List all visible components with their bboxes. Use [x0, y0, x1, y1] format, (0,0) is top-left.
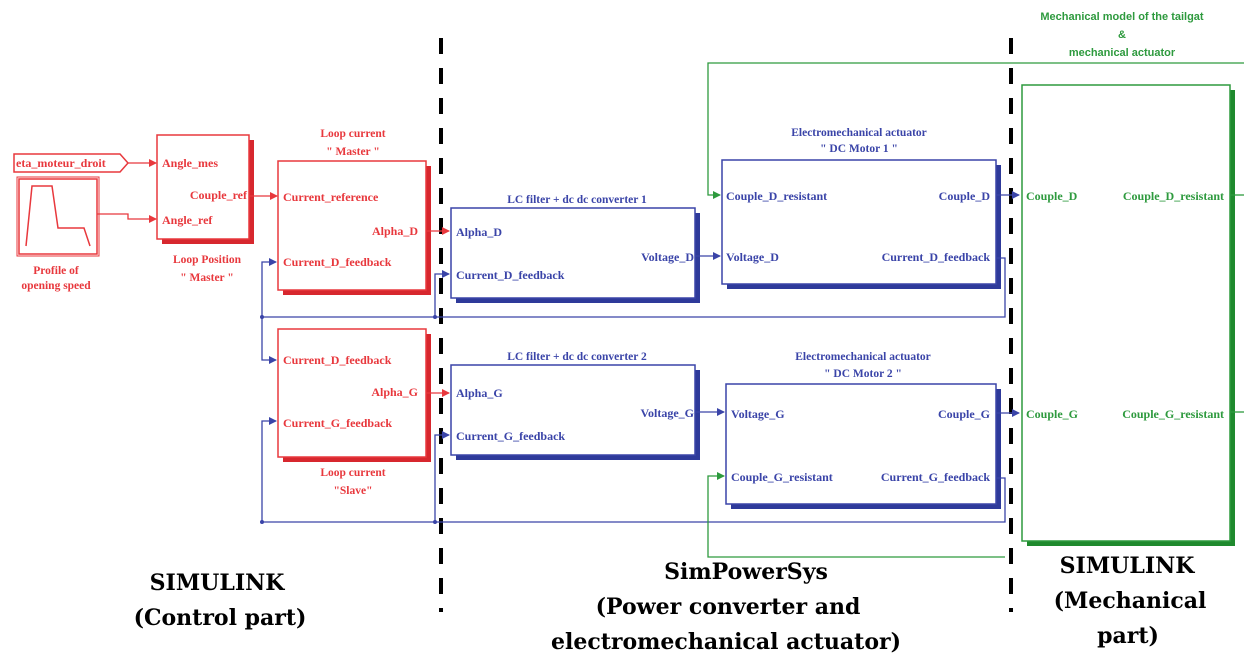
svg-text:Voltage_G: Voltage_G	[731, 407, 785, 421]
loop-current-master-caption-2: " Master "	[326, 146, 379, 158]
input-port-eta[interactable]: eta_moteur_droit	[13, 153, 130, 173]
section-label-control-1: SIMULINK	[150, 570, 286, 596]
svg-text:Alpha_G: Alpha_G	[371, 385, 418, 399]
svg-text:Couple_D_resistant: Couple_D_resistant	[726, 189, 827, 203]
svg-text:Voltage_G: Voltage_G	[640, 406, 694, 420]
svg-text:Angle_mes: Angle_mes	[162, 156, 218, 170]
speed-profile-icon	[25, 185, 91, 247]
svg-text:Angle_ref: Angle_ref	[162, 213, 213, 227]
mech-title-2: &	[1118, 29, 1126, 41]
svg-text:Current_D_feedback: Current_D_feedback	[283, 255, 392, 269]
mech-title-3: mechanical actuator	[1069, 47, 1176, 59]
svg-text:Current_D_feedback: Current_D_feedback	[882, 250, 991, 264]
junction-dots	[260, 315, 437, 524]
svg-text:Couple_G: Couple_G	[938, 407, 990, 421]
svg-text:Alpha_D: Alpha_D	[456, 225, 502, 239]
motor-2-title-2: " DC Motor 2 "	[824, 368, 902, 380]
svg-text:Alpha_G: Alpha_G	[456, 386, 503, 400]
profile-caption-1: Profile of	[33, 265, 79, 277]
feedback-wiring	[261, 191, 1020, 523]
converter-2-title: LC filter + dc dc converter 2	[507, 351, 647, 363]
section-label-mech-1: SIMULINK	[1060, 553, 1196, 579]
mech-title-1: Mechanical model of the tailgat	[1040, 11, 1204, 23]
svg-text:Couple_G_resistant: Couple_G_resistant	[731, 470, 833, 484]
svg-text:Couple_D: Couple_D	[939, 189, 991, 203]
svg-text:Voltage_D: Voltage_D	[641, 250, 694, 264]
section-label-mech-2: (Mechanical	[1054, 588, 1207, 614]
svg-text:Current_G_feedback: Current_G_feedback	[456, 429, 565, 443]
section-label-control-2: (Control part)	[134, 605, 307, 631]
loop-position-block[interactable]: Angle_mes Couple_ref Angle_ref	[156, 134, 254, 244]
svg-text:Couple_G: Couple_G	[1026, 407, 1078, 421]
motor-2-block[interactable]: Voltage_G Couple_G_resistant Couple_G Cu…	[725, 383, 1001, 509]
section-label-power-1: SimPowerSys	[664, 559, 828, 585]
loop-position-caption-1: Loop Position	[173, 254, 242, 266]
converter-1-block[interactable]: Alpha_D Current_D_feedback Voltage_D	[450, 207, 700, 303]
svg-text:Couple_D: Couple_D	[1026, 189, 1078, 203]
loop-current-master-block[interactable]: Current_reference Alpha_D Current_D_feed…	[277, 160, 431, 295]
motor-2-title-1: Electromechanical actuator	[795, 351, 931, 363]
svg-text:Couple_G_resistant: Couple_G_resistant	[1122, 407, 1224, 421]
loop-position-caption-2: " Master "	[180, 272, 233, 284]
svg-text:Couple_D_resistant: Couple_D_resistant	[1123, 189, 1224, 203]
svg-text:Current_D_feedback: Current_D_feedback	[283, 353, 392, 367]
resistant-torque-wiring	[707, 62, 1244, 558]
loop-current-slave-caption-1: Loop current	[320, 467, 385, 479]
svg-text:Current_reference: Current_reference	[283, 190, 379, 204]
svg-text:eta_moteur_droit: eta_moteur_droit	[16, 156, 106, 170]
svg-text:Voltage_D: Voltage_D	[726, 250, 779, 264]
svg-text:Current_D_feedback: Current_D_feedback	[456, 268, 565, 282]
svg-text:Couple_ref: Couple_ref	[190, 188, 248, 202]
motor-1-block[interactable]: Couple_D_resistant Voltage_D Couple_D Cu…	[721, 159, 1001, 289]
loop-current-master-caption-1: Loop current	[320, 128, 385, 140]
svg-text:Current_G_feedback: Current_G_feedback	[283, 416, 392, 430]
profile-caption-2: opening speed	[21, 280, 91, 292]
svg-text:Alpha_D: Alpha_D	[372, 224, 418, 238]
motor-1-title-1: Electromechanical actuator	[791, 127, 927, 139]
profile-signal-block[interactable]	[16, 176, 100, 257]
section-label-power-2: (Power converter and	[596, 594, 861, 620]
motor-1-title-2: " DC Motor 1 "	[820, 143, 898, 155]
loop-current-slave-block[interactable]: Current_D_feedback Alpha_G Current_G_fee…	[277, 328, 431, 462]
svg-text:Current_G_feedback: Current_G_feedback	[881, 470, 990, 484]
loop-current-slave-caption-2: "Slave"	[334, 485, 373, 497]
section-label-power-3: electromechanical actuator)	[551, 629, 901, 655]
mechanical-model-block[interactable]: Couple_D Couple_D_resistant Couple_G Cou…	[1021, 84, 1235, 546]
converter-1-title: LC filter + dc dc converter 1	[507, 194, 647, 206]
section-label-mech-3: part)	[1097, 623, 1159, 649]
converter-2-block[interactable]: Alpha_G Current_G_feedback Voltage_G	[450, 364, 700, 460]
